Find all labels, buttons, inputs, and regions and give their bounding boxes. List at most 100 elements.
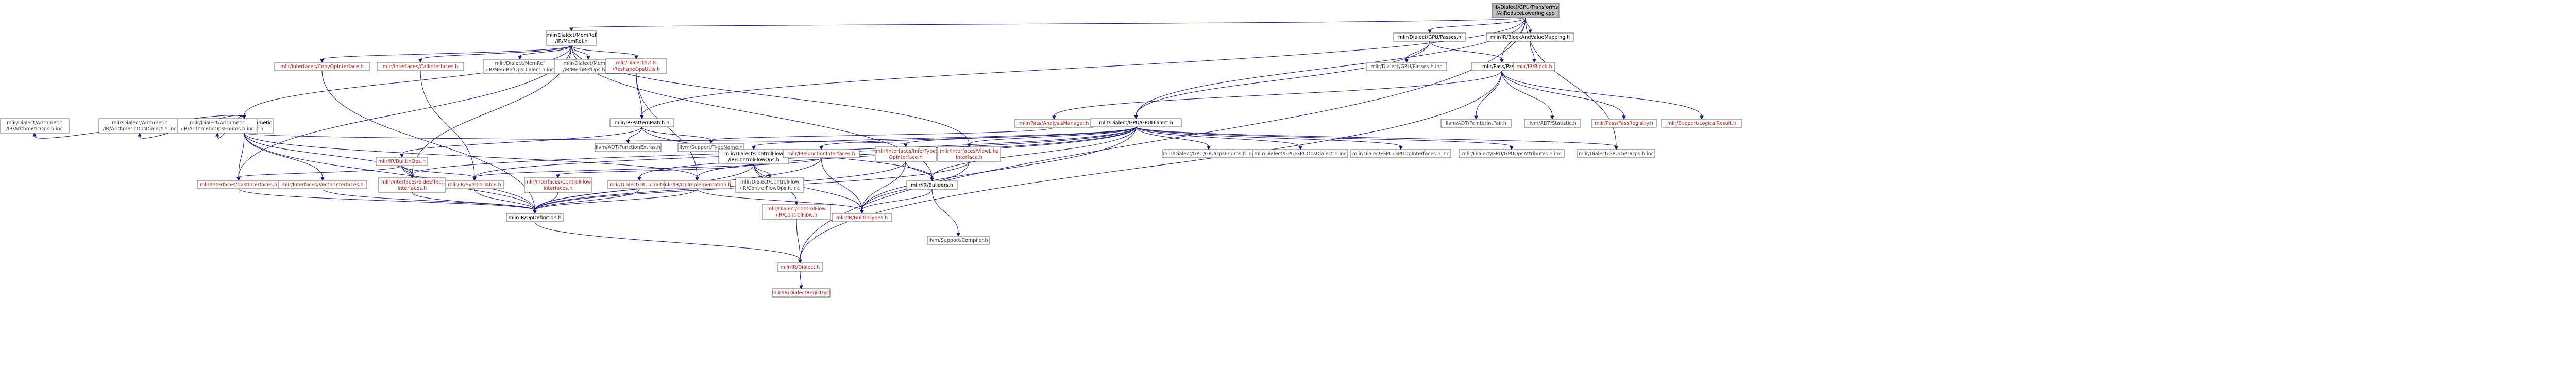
node-root[interactable]: lib/Dialect/GPU/Transforms/AllReduceLowe… — [1492, 3, 1560, 18]
node-box — [1513, 62, 1555, 71]
node-opdefinition[interactable]: mlir/IR/OpDefinition.h — [506, 213, 564, 222]
node-label: mlir/IR/Dialect.h — [781, 265, 820, 270]
node-label: mlir/Pass/PassRegistry.h — [1595, 121, 1653, 126]
arrowhead — [533, 210, 537, 214]
node-label: mlir/Dialect/MemRef — [564, 61, 614, 67]
node-gpupasses[interactable]: mlir/Dialect/GPU/Passes.h — [1393, 32, 1466, 42]
node-box — [595, 143, 662, 152]
node-box — [664, 180, 731, 189]
node-box — [1366, 62, 1447, 71]
arrowhead — [1428, 29, 1432, 34]
edge-builders-to-builtintypes — [861, 189, 933, 211]
node-symboltable[interactable]: mlir/IR/SymbolTable.h — [445, 180, 504, 189]
edge-controlflowops-to-builtintypes — [753, 163, 862, 211]
edge-gpudialect-to-gpuopsenums — [1136, 126, 1209, 147]
node-label: mlir/Pass/AnalysisManager.h — [1020, 121, 1089, 126]
node-box — [609, 118, 674, 127]
node-arithenums: mlir/Dialect/Arithmetic/IR/ArithmeticOps… — [177, 118, 258, 134]
node-vectorinterfaces[interactable]: mlir/Interfaces/VectorInterfaces.h — [278, 180, 367, 189]
node-label: mlir/Dialect/GPU/GPUOpsAttributes.h.inc — [1462, 151, 1562, 157]
node-analysismanager[interactable]: mlir/Pass/AnalysisManager.h — [1014, 119, 1094, 128]
node-box — [1591, 119, 1657, 128]
node-label: /IR/ControlFlowOps.h.inc — [740, 186, 800, 191]
edge-memref-to-memrefops — [571, 45, 589, 57]
node-controlflowopsinc: mlir/Dialect/ControlFlow/IR/ControlFlowO… — [735, 177, 804, 193]
edge-gpudialect-to-gpuops — [1136, 126, 1617, 147]
edge-memref-to-reshapeops — [571, 45, 637, 56]
edge-pass-to-passregistry — [1501, 70, 1624, 117]
arrowhead — [586, 56, 590, 60]
node-label: mlir/Dialect/Arithmetic — [7, 120, 62, 126]
arrowhead — [819, 146, 823, 151]
edge-pass-to-analysismanager — [1054, 70, 1502, 117]
edge-patternmatch-to-typename — [641, 126, 711, 141]
node-box — [1440, 119, 1512, 128]
node-label: llvm/Support/TypeName.h — [680, 145, 743, 151]
node-label: /IR/ArithmeticOpsEnums.h.inc — [181, 126, 254, 132]
edge-root-to-gpupasses — [1429, 17, 1526, 30]
arrowhead — [1614, 146, 1618, 151]
arrowhead — [1622, 115, 1626, 120]
arrowhead — [860, 210, 864, 214]
node-builtinops[interactable]: mlir/IR/BuiltinOps.h — [376, 157, 428, 166]
node-box — [1577, 149, 1655, 158]
node-functioninterfaces[interactable]: mlir/IR/FunctionInterfaces.h — [783, 149, 860, 158]
node-block[interactable]: mlir/IR/Block.h — [1513, 62, 1555, 71]
node-label: mlir/Interfaces/VectorInterfaces.h — [281, 182, 363, 188]
node-box — [1492, 3, 1560, 18]
node-label: /IR/ArithmeticOpsDialect.h.inc — [103, 126, 177, 132]
node-opimplementation[interactable]: mlir/IR/OpImplementation.h — [663, 180, 731, 189]
node-label: mlir/IR/OpImplementation.h — [663, 182, 731, 188]
node-box — [605, 58, 667, 74]
edge-arith-to-opdefinition — [244, 133, 535, 211]
edge-analysismanager-to-typename — [710, 127, 1055, 141]
edge-infertype-to-builders — [905, 161, 933, 178]
node-callinterfaces[interactable]: mlir/Interfaces/CallInterfaces.h — [377, 62, 464, 71]
node-label: mlir/IR/FunctionInterfaces.h — [787, 151, 855, 157]
node-dialectregistry[interactable]: mlir/IR/DialectRegistry.h — [772, 288, 831, 298]
edge-gpupasses-to-gpupassesinc — [1406, 41, 1430, 60]
edge-opdefinition-to-dialect — [534, 221, 801, 260]
node-controlflowops[interactable]: mlir/Dialect/ControlFlow/IR/ControlFlowO… — [718, 149, 789, 164]
node-logicalresult[interactable]: mlir/Support/LogicalResult.h — [1661, 119, 1742, 128]
arrowhead — [1528, 29, 1532, 34]
edge-gpudialect-to-controlflowops — [753, 126, 1137, 147]
node-label: /IR/ArithmeticOps.h.inc — [6, 126, 63, 132]
node-gpudialect[interactable]: mlir/Dialect/GPU/GPUDialect.h — [1090, 118, 1182, 127]
node-reshapeops[interactable]: mlir/Dialect/Utils/ReshapeOpsUtils.h — [605, 58, 667, 74]
node-castinterfaces[interactable]: mlir/Interfaces/CastInterfaces.h — [197, 180, 280, 189]
arrowhead — [1134, 115, 1138, 120]
node-dialect[interactable]: mlir/IR/Dialect.h — [777, 262, 823, 272]
edge-arith-to-vectorinterfaces — [244, 133, 323, 178]
node-patternmatch[interactable]: mlir/IR/PatternMatch.h — [609, 118, 674, 127]
node-box — [376, 157, 428, 166]
node-box — [762, 204, 831, 220]
node-builders[interactable]: mlir/IR/Builders.h — [906, 180, 958, 190]
node-controlflow[interactable]: mlir/Dialect/ControlFlow/IR/ControlFlow.… — [762, 204, 831, 220]
node-box — [278, 180, 367, 189]
node-label: mlir/Interfaces/ViewLike — [940, 148, 998, 154]
edge-pass-to-statistic — [1501, 70, 1553, 117]
edge-functioninterfaces-to-symboltable — [474, 157, 822, 178]
node-label: mlir/IR/BlockAndValueMapping.h — [1490, 35, 1570, 40]
arrowhead — [418, 59, 422, 63]
node-box — [98, 118, 181, 134]
node-copyopinterface[interactable]: mlir/Interfaces/CopyOpInterface.h — [274, 62, 370, 71]
node-dlti[interactable]: mlir/Dialect/DLTI/Traits.h — [607, 180, 671, 189]
node-passregistry[interactable]: mlir/Pass/PassRegistry.h — [1591, 119, 1657, 128]
node-memref[interactable]: mlir/Dialect/MemRef/IR/MemRef.h — [546, 30, 597, 46]
node-blockandvalue[interactable]: mlir/IR/BlockAndValueMapping.h — [1486, 32, 1574, 42]
node-label: llvm/Support/Compiler.h — [928, 238, 988, 243]
node-label: mlir/Dialect/GPU/GPUOpsDialect.h.inc — [1255, 151, 1347, 157]
edge-copyopinterface-to-opdefinition — [321, 70, 535, 211]
arrowhead — [709, 140, 713, 144]
edge-gpudialect-to-infertype — [905, 126, 1137, 144]
nodes-layer: lib/Dialect/GPU/Transforms/AllReduceLowe… — [0, 3, 1742, 298]
node-builtintypes[interactable]: mlir/IR/BuiltinTypes.h — [832, 213, 892, 222]
node-label: mlir/Dialect/GPU/Passes.h.inc — [1370, 64, 1442, 70]
node-gpuopsenums: mlir/Dialect/GPU/GPUOpsEnums.h.inc — [1162, 149, 1255, 158]
